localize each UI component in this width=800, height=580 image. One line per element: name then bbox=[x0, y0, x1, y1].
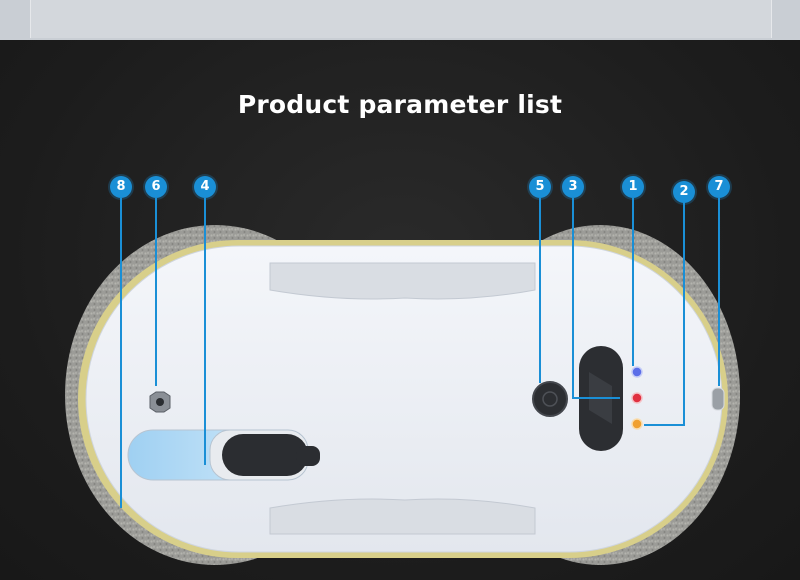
callout-8: 8 bbox=[110, 176, 132, 198]
callout-1: 1 bbox=[622, 176, 644, 198]
top-band bbox=[0, 0, 800, 40]
callout-3: 3 bbox=[562, 176, 584, 198]
bottom-handle-slot bbox=[269, 498, 536, 535]
callout-7: 7 bbox=[708, 176, 730, 198]
side-sensor bbox=[711, 387, 725, 411]
callout-2: 2 bbox=[673, 181, 695, 203]
water-tank-cap bbox=[222, 434, 308, 476]
callout-5: 5 bbox=[529, 176, 551, 198]
page-title: Product parameter list bbox=[237, 90, 563, 119]
leader-line-2 bbox=[644, 202, 685, 426]
power-button bbox=[532, 381, 568, 417]
callout-6: 6 bbox=[145, 176, 167, 198]
led-blue bbox=[631, 366, 643, 378]
leader-line-3 bbox=[572, 198, 620, 399]
led-red bbox=[631, 392, 643, 404]
water-tank-cap-tab bbox=[296, 446, 320, 466]
callout-4: 4 bbox=[194, 176, 216, 198]
led-orange bbox=[631, 418, 643, 430]
top-handle-slot bbox=[269, 262, 536, 300]
top-band-panel bbox=[30, 0, 772, 38]
power-button-ring bbox=[542, 391, 558, 407]
power-socket-hole bbox=[156, 398, 164, 406]
leader-lines bbox=[120, 198, 720, 508]
